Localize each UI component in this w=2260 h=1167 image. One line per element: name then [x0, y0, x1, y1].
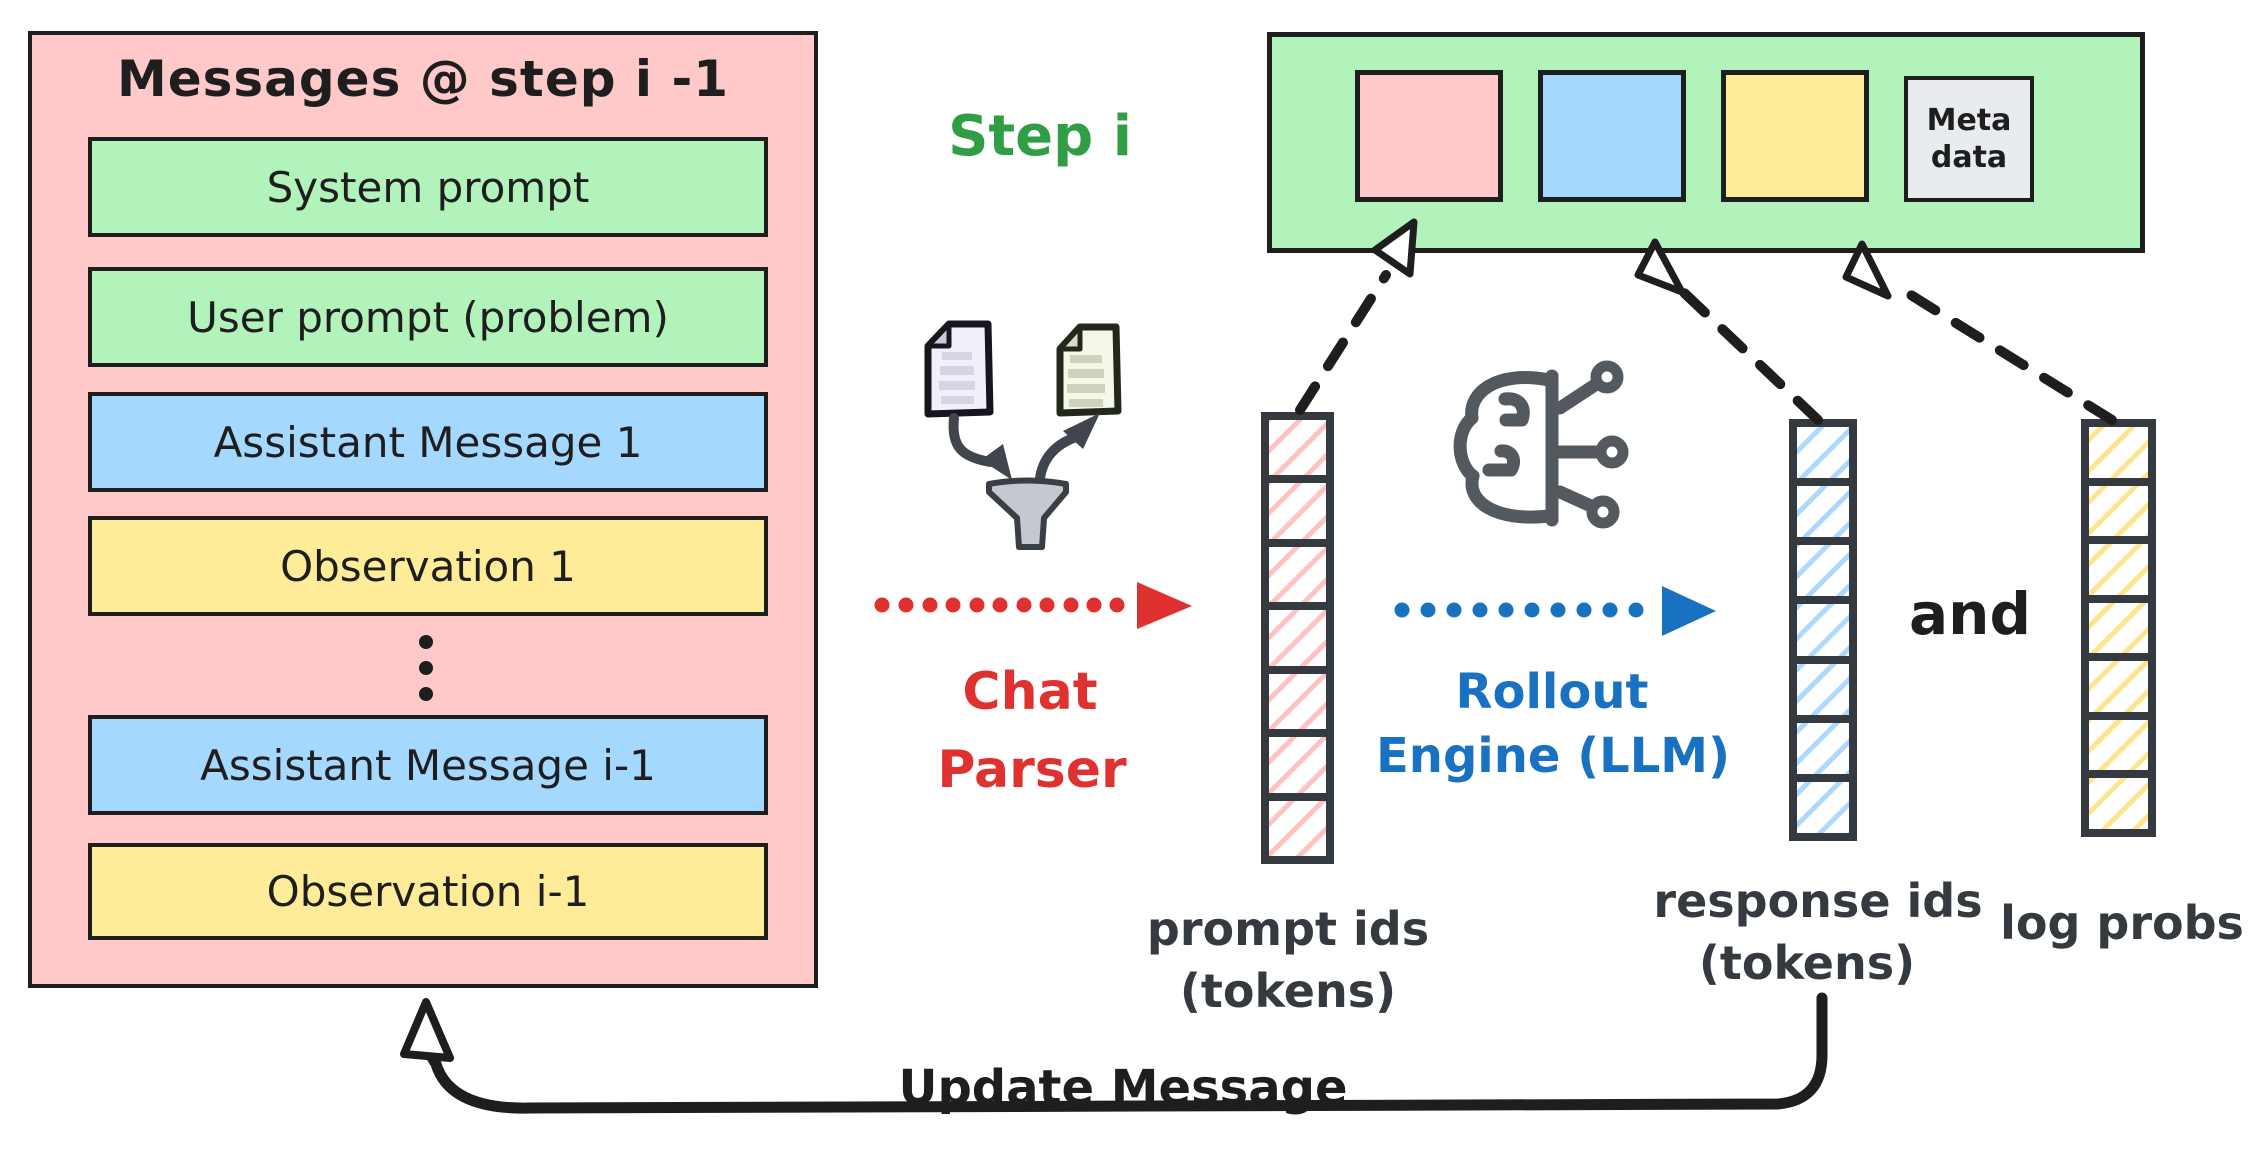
chat-parser-arrow [874, 582, 1192, 629]
row-assistant-message-i-1: Assistant Message i-1 [88, 715, 768, 815]
row-label: User prompt (problem) [187, 292, 669, 342]
document-icon [924, 320, 994, 418]
prompt-ids-label-line1: prompt ids [1146, 902, 1430, 956]
chat-parser-label-line1: Chat [962, 662, 1098, 722]
row-label: Assistant Message i-1 [200, 740, 656, 790]
funnel-icon [986, 477, 1069, 550]
row-label: Observation i-1 [266, 867, 590, 916]
merge-arrows-icon [948, 413, 1081, 505]
messages-panel-title: Messages @ step i -1 [116, 50, 730, 108]
metadata-chip: Meta data [1904, 76, 2034, 202]
row-user-prompt: User prompt (problem) [88, 267, 768, 367]
response-ids-label-line1: response ids [1653, 874, 1983, 928]
step-label: Step i [948, 104, 1132, 169]
arrowhead-icon [400, 998, 454, 1062]
row-assistant-message-1: Assistant Message 1 [88, 392, 768, 492]
metadata-label-line2: data [1930, 140, 2008, 175]
rollout-engine-label-line1: Rollout [1455, 664, 1649, 720]
step-chip-logprobs [1721, 70, 1869, 202]
dashed-arrow-prompt-to-step [1295, 270, 1391, 415]
row-system-prompt: System prompt [88, 137, 768, 237]
step-chip-prompt [1355, 70, 1503, 202]
chat-parser-label-line2: Parser [937, 740, 1127, 800]
response-ids-label-line2: (tokens) [1698, 936, 1916, 990]
rollout-engine-label-line2: Engine (LLM) [1375, 728, 1731, 784]
rollout-engine-arrow [1394, 586, 1716, 636]
step-chip-response [1538, 70, 1686, 202]
log-probs-label: log probs [2000, 896, 2244, 950]
brain-circuit-icon [1453, 360, 1629, 529]
row-label: System prompt [266, 162, 590, 212]
prompt-ids-column [1261, 412, 1334, 864]
dashed-arrow-logprobs-to-step [1893, 282, 2117, 425]
response-ids-column [1789, 419, 1857, 841]
update-message-label: Update Message [898, 1060, 1348, 1116]
log-probs-column [2081, 419, 2156, 837]
dashed-arrow-response-to-step [1673, 282, 1823, 425]
row-observation-1: Observation 1 [88, 516, 768, 616]
and-label: and [1909, 580, 2031, 648]
chat-parser-icon [924, 320, 1122, 550]
row-observation-i-1: Observation i-1 [88, 843, 768, 940]
row-label: Observation 1 [280, 541, 576, 591]
metadata-label-line1: Meta [1926, 102, 2012, 138]
document-icon [1056, 323, 1122, 417]
prompt-ids-label-line2: (tokens) [1179, 964, 1397, 1018]
row-label: Assistant Message 1 [213, 417, 643, 467]
